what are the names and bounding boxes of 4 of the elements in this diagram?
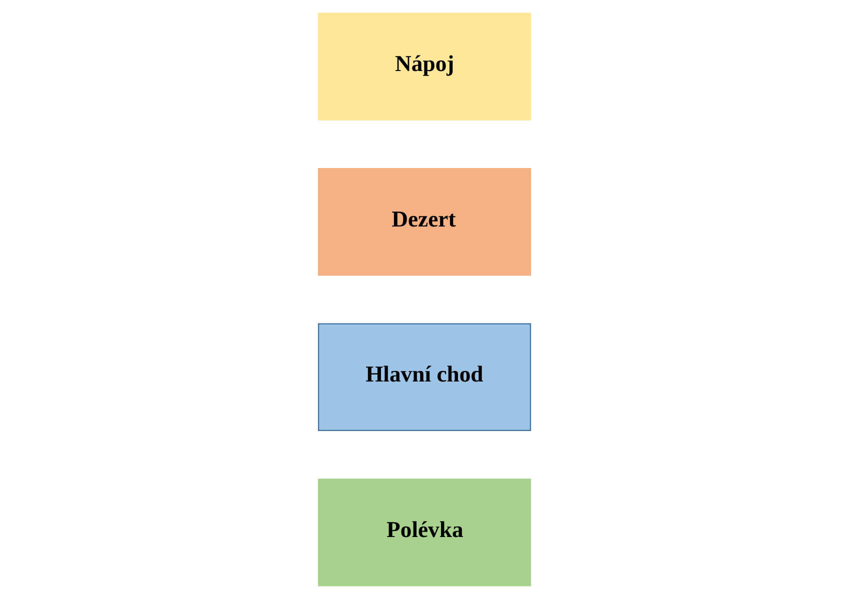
node-box: Polévka [318, 478, 532, 586]
node-box: Nápoj [318, 12, 532, 120]
node-box: Dezert [318, 168, 532, 276]
node-box: Hlavní chod [318, 323, 532, 431]
